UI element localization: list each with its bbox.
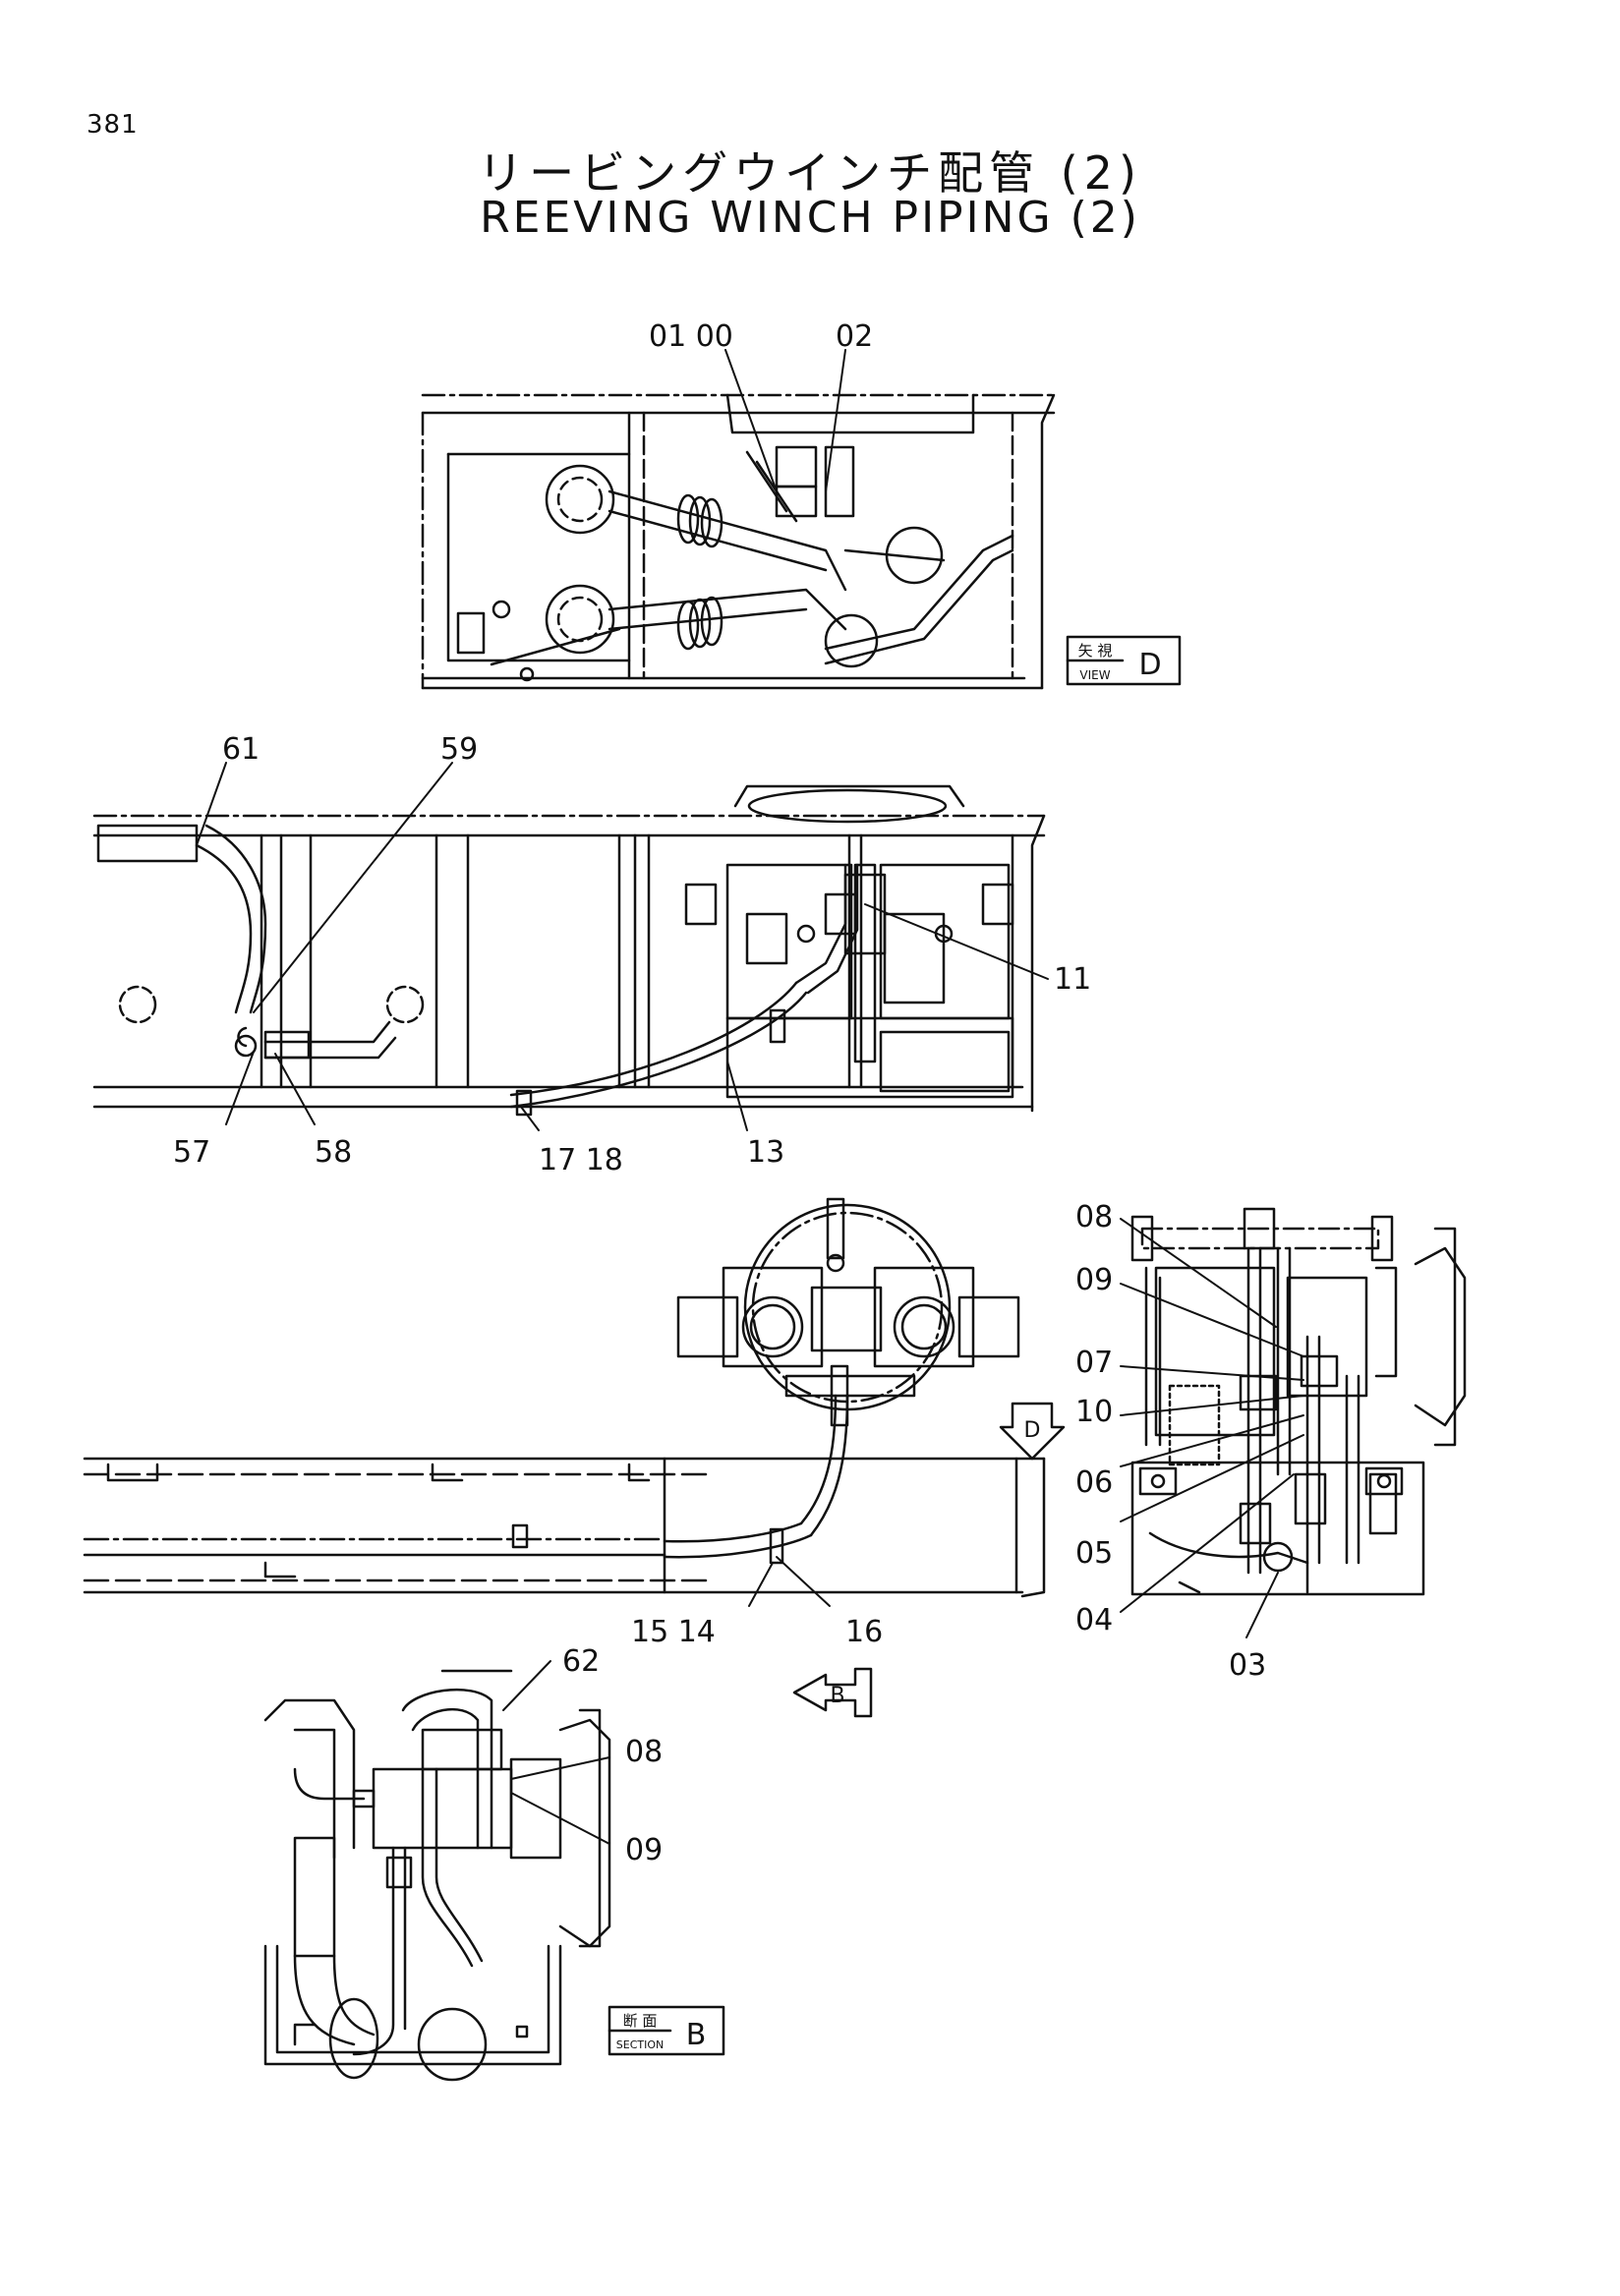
view-d-label-box: 矢 視 VIEW D	[1066, 635, 1182, 686]
callout-61: 61	[222, 732, 260, 767]
section-b-jp: 断 面	[623, 2012, 658, 2030]
page-number: 381	[87, 110, 139, 140]
callout-15-14: 15 14	[631, 1615, 716, 1649]
section-b-letter: B	[686, 2018, 707, 2052]
callout-06: 06	[1075, 1465, 1113, 1500]
side-view-drawing	[92, 784, 1046, 1117]
callout-04: 04	[1075, 1603, 1113, 1637]
section-b-arrow-letter: B	[830, 1684, 844, 1708]
view-d-arrow-letter: D	[1024, 1418, 1041, 1443]
callout-09-right: 09	[1075, 1263, 1113, 1297]
callout-07: 07	[1075, 1346, 1113, 1380]
view-d-arrow: D	[999, 1402, 1066, 1461]
callout-16: 16	[845, 1615, 883, 1649]
callout-17-18: 17 18	[539, 1143, 623, 1177]
right-detail-drawing	[1130, 1207, 1467, 1596]
callout-62: 62	[562, 1644, 600, 1679]
section-b-label-box: 断 面 SECTION B	[608, 2005, 725, 2056]
callout-08-right: 08	[1075, 1200, 1113, 1234]
view-d-en: VIEW	[1079, 668, 1110, 682]
callout-05: 05	[1075, 1536, 1113, 1571]
callout-11: 11	[1054, 962, 1091, 997]
callout-01-00: 01 00	[649, 319, 733, 354]
callout-09-section: 09	[625, 1833, 663, 1867]
section-b-arrow: B	[792, 1667, 873, 1718]
callout-58: 58	[315, 1135, 352, 1170]
view-d-jp: 矢 視	[1078, 642, 1113, 660]
title-english: REEVING WINCH PIPING (2)	[480, 193, 1140, 243]
callout-02: 02	[836, 319, 873, 354]
callout-10: 10	[1075, 1395, 1113, 1429]
title-japanese: リービングウインチ配管 (2)	[478, 146, 1142, 200]
plan-view-drawing	[83, 1197, 1046, 1598]
callout-labels: 01 00 02 61 59 11 57 58 17 18 13 08 09 0…	[173, 319, 1266, 1867]
section-b-en: SECTION	[616, 2038, 664, 2051]
callout-59: 59	[440, 732, 478, 767]
view-d-letter: D	[1138, 648, 1161, 682]
view-d-drawing	[421, 393, 1056, 690]
section-b-drawing	[263, 1669, 611, 2082]
callout-03: 03	[1229, 1648, 1266, 1683]
leader-lines	[196, 349, 1304, 1845]
callout-13: 13	[747, 1135, 784, 1170]
callout-57: 57	[173, 1135, 210, 1170]
callout-08-section: 08	[625, 1735, 663, 1769]
